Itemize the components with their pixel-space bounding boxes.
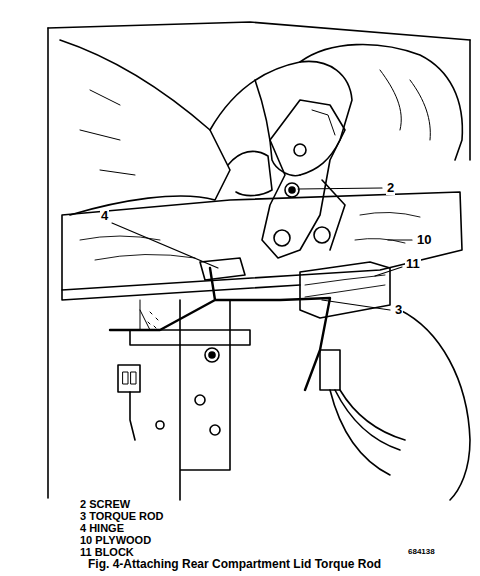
wire <box>130 392 135 440</box>
hinge-edge <box>312 110 335 135</box>
wheel-well <box>400 310 470 500</box>
figure-caption: Fig. 4-Attaching Rear Compartment Lid To… <box>88 558 381 571</box>
panel-top <box>48 22 470 40</box>
arm-shading <box>80 90 135 175</box>
key-entry: 10 PLYWOOD <box>80 534 151 546</box>
plywood-edge <box>62 285 300 300</box>
hole <box>195 395 205 405</box>
callout-number: 2 <box>386 181 395 195</box>
panel-right <box>469 40 471 160</box>
leader-line <box>322 300 390 310</box>
nut <box>205 348 219 362</box>
leader-line <box>298 188 382 189</box>
callout-number: 3 <box>394 303 403 317</box>
torque-rod <box>110 268 330 390</box>
wood-grain <box>80 212 420 260</box>
callout-number: 11 <box>405 257 421 271</box>
hole <box>156 421 164 429</box>
leader-line <box>112 223 218 268</box>
finger <box>255 80 300 176</box>
rail <box>130 330 250 345</box>
wires <box>330 390 405 475</box>
callout-number: 10 <box>416 233 432 247</box>
hole <box>210 425 220 435</box>
hinge-hole <box>294 144 306 156</box>
leader-line <box>375 267 402 276</box>
rod-end <box>200 258 245 280</box>
key-entry: 11 BLOCK <box>80 546 134 558</box>
key-entry: 4 HINGE <box>80 522 124 534</box>
lamp-socket <box>320 350 340 390</box>
panel-edge <box>47 28 49 498</box>
block <box>300 262 390 318</box>
foam-edge <box>140 300 150 330</box>
nut-center <box>209 352 215 358</box>
screw <box>285 183 299 197</box>
hand-back <box>300 45 462 160</box>
hinge-pivot <box>314 227 330 243</box>
foam-dots <box>148 312 158 328</box>
key-entry: 3 TORQUE ROD <box>80 510 164 522</box>
connector <box>118 365 140 392</box>
hinge-link <box>322 180 345 250</box>
key-entry: 2 SCREW <box>80 498 130 510</box>
figure-code: 684138 <box>408 548 435 557</box>
leader-line <box>388 239 412 240</box>
screw-head <box>289 187 295 193</box>
thumb <box>228 151 272 195</box>
hand-shading <box>380 70 430 140</box>
arm <box>60 40 230 215</box>
hinge-hole <box>274 230 290 246</box>
connector-pins <box>123 372 136 384</box>
block-grain <box>305 275 385 297</box>
plywood <box>62 192 462 290</box>
hinge <box>262 100 345 258</box>
callout-number: 4 <box>100 209 109 223</box>
